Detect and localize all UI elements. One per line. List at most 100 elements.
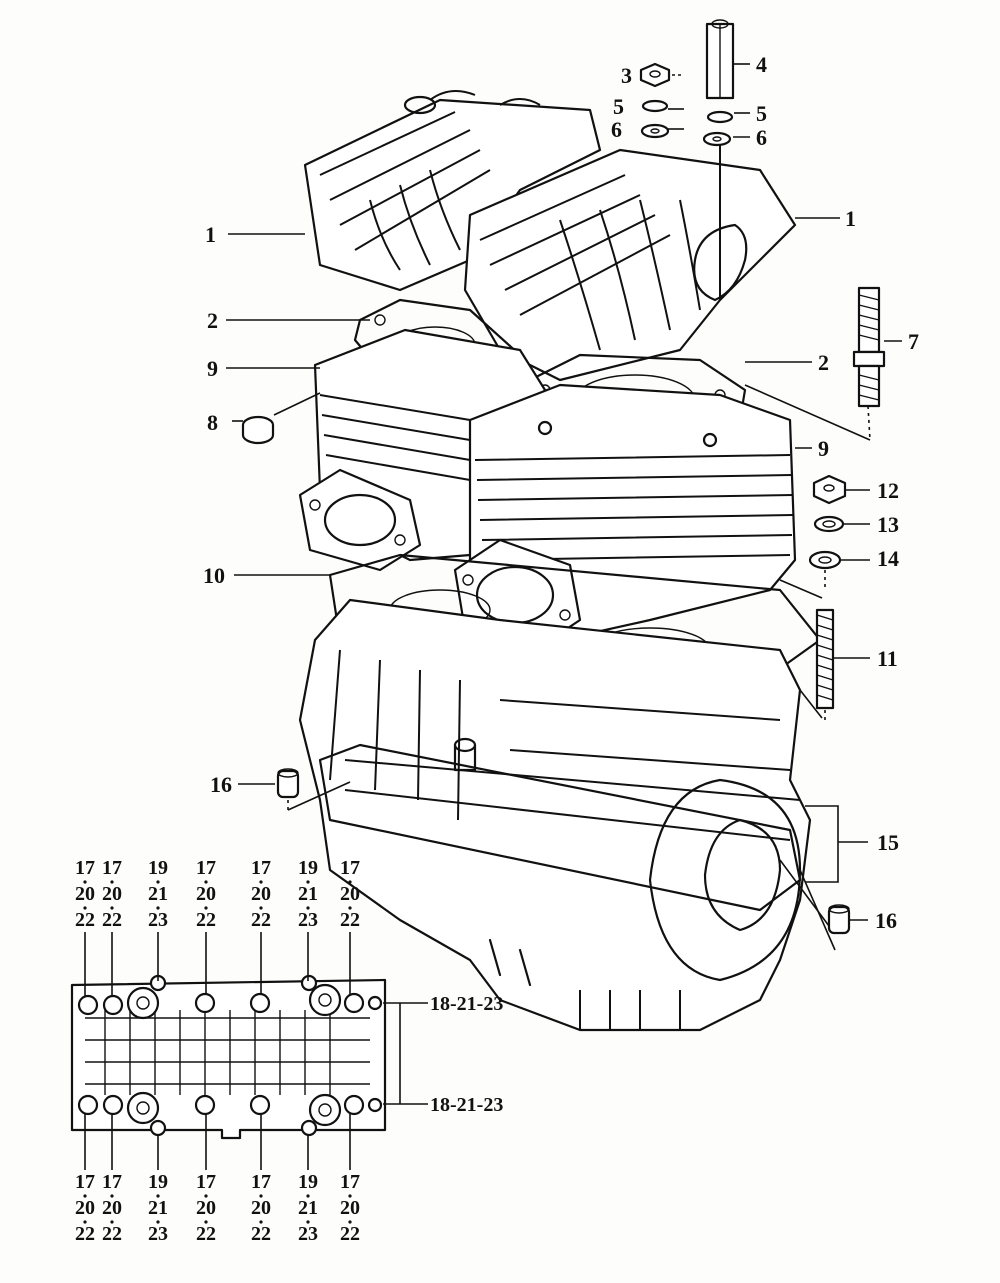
bolt-label-top-3-dot-2 [156,906,160,910]
bolt-label-top-6: 19 21 23 [298,857,318,981]
bolt-label-bottom-2-number-1: 17 [102,1171,122,1193]
bolt-label-top-7-dot-1 [348,880,352,884]
hex-spacer-4 [705,19,735,100]
bolt-label-bottom-5-dot-1 [259,1194,263,1198]
bolt-label-top-6-dot-2 [306,906,310,910]
bolt-label-top-2-dot-1 [110,880,114,884]
crankcase-bottom-view [70,974,387,1140]
bolt-label-bottom-6-number-3: 23 [298,1223,318,1245]
flat-washer-6-right [702,131,732,147]
lock-washer-13 [813,515,845,533]
lock-washer-5-right [706,110,734,124]
callout-2-right: 2 [818,350,829,375]
bolt-label-bottom-3-number-1: 19 [148,1171,168,1193]
bolt-label-bottom-4-dot-1 [204,1194,208,1198]
bolt-label-top-4-number-3: 22 [196,909,216,931]
bolt-label-top-2-number-2: 20 [102,883,122,905]
callout-4: 4 [756,52,767,77]
bolt-label-top-7-number-1: 17 [340,857,360,879]
nut-12 [812,474,847,505]
bolt-label-bottom-7-number-3: 22 [340,1223,360,1245]
bolt-label-top-5-number-2: 20 [251,883,271,905]
bolt-label-top-6-number-1: 19 [298,857,318,879]
stud-bolt-7 [852,286,886,408]
lock-washer-5-left [641,99,669,113]
bolt-label-top-4-dot-1 [204,880,208,884]
callout-2-left: 2 [207,308,218,333]
bolt-label-top-1-number-3: 22 [75,909,95,931]
bolt-label-bottom-6-number-2: 21 [298,1197,318,1219]
cylinder-head-rear [303,90,602,292]
callout-9-right: 9 [818,436,829,461]
bolt-label-bottom-3-dot-2 [156,1220,160,1224]
bolt-label-top-2-number-3: 22 [102,909,122,931]
callout-7: 7 [908,329,919,354]
cylinder-front [453,383,797,652]
callout-5-right: 5 [756,101,767,126]
bolt-label-top-6-number-3: 23 [298,909,318,931]
bolt-label-top-1: 17 20 22 [75,857,95,996]
bolt-label-bottom-3-number-2: 21 [148,1197,168,1219]
bolt-label-top-3-number-1: 19 [148,857,168,879]
bolt-label-bottom-5-dot-2 [259,1220,263,1224]
bolt-label-bottom-7-dot-1 [348,1194,352,1198]
bolt-label-bottom-2-dot-1 [110,1194,114,1198]
callout-9-left: 9 [207,356,218,381]
bolt-label-top-1-number-2: 20 [75,883,95,905]
bolt-label-bottom-5-number-3: 22 [251,1223,271,1245]
flat-washer-6-left [640,123,670,139]
bolt-label-top-5-number-3: 22 [251,909,271,931]
bolt-label-top-2-number-1: 17 [102,857,122,879]
callout-3: 3 [621,63,632,88]
bolt-label-top-4-dot-2 [204,906,208,910]
callout-labels: 1 1 2 2 3 4 5 5 6 6 7 8 9 9 10 11 12 13 … [203,52,919,1116]
bolt-label-top-4-number-2: 20 [196,883,216,905]
bolt-label-bottom-1-dot-2 [83,1220,87,1224]
callout-16-left: 16 [210,772,232,797]
callout-12: 12 [877,478,899,503]
stud-11 [815,608,835,710]
bolt-label-bottom-4-number-1: 17 [196,1171,216,1193]
bolt-label-top-2-dot-2 [110,906,114,910]
callout-6-right: 6 [756,125,767,150]
callout-5-left: 5 [613,94,624,119]
callout-15: 15 [877,830,899,855]
bolt-label-bottom-7-number-2: 20 [340,1197,360,1219]
bolt-label-bottom-5-number-1: 17 [251,1171,271,1193]
callout-8: 8 [207,410,218,435]
bolt-label-bottom-4-number-2: 20 [196,1197,216,1219]
dowel-pin-16-right [827,904,851,935]
bolt-label-top-5: 17 20 22 [251,857,271,994]
bolt-label-bottom-4-number-3: 22 [196,1223,216,1245]
callout-1-left: 1 [205,222,216,247]
bolt-label-bottom-7-dot-2 [348,1220,352,1224]
cylinder-head-front [463,145,797,382]
bolt-label-bottom-6: 19 21 23 [298,1134,318,1245]
bolt-label-bottom-2-number-2: 20 [102,1197,122,1219]
bolt-label-bottom-1-dot-1 [83,1194,87,1198]
bolt-label-top-7-number-3: 22 [340,909,360,931]
bolt-label-top-5-number-1: 17 [251,857,271,879]
bolt-label-top-7-dot-2 [348,906,352,910]
leader-lines [226,63,902,1105]
plug-8 [241,415,275,445]
bolt-label-bottom-6-number-1: 19 [298,1171,318,1193]
bolt-label-top-6-number-2: 21 [298,883,318,905]
callout-1-right: 1 [845,206,856,231]
bolt-label-bottom-6-dot-2 [306,1220,310,1224]
callout-6-left: 6 [611,117,622,142]
callout-18-top: 18-21-23 [430,993,503,1015]
callout-14: 14 [877,546,899,571]
bolt-label-top-3: 19 21 23 [148,857,168,981]
bolt-label-top-1-number-1: 17 [75,857,95,879]
bolt-label-top-3-number-3: 23 [148,909,168,931]
bolt-label-bottom-1-number-2: 20 [75,1197,95,1219]
bolt-label-top-3-number-2: 21 [148,883,168,905]
bolt-label-top-5-dot-2 [259,906,263,910]
